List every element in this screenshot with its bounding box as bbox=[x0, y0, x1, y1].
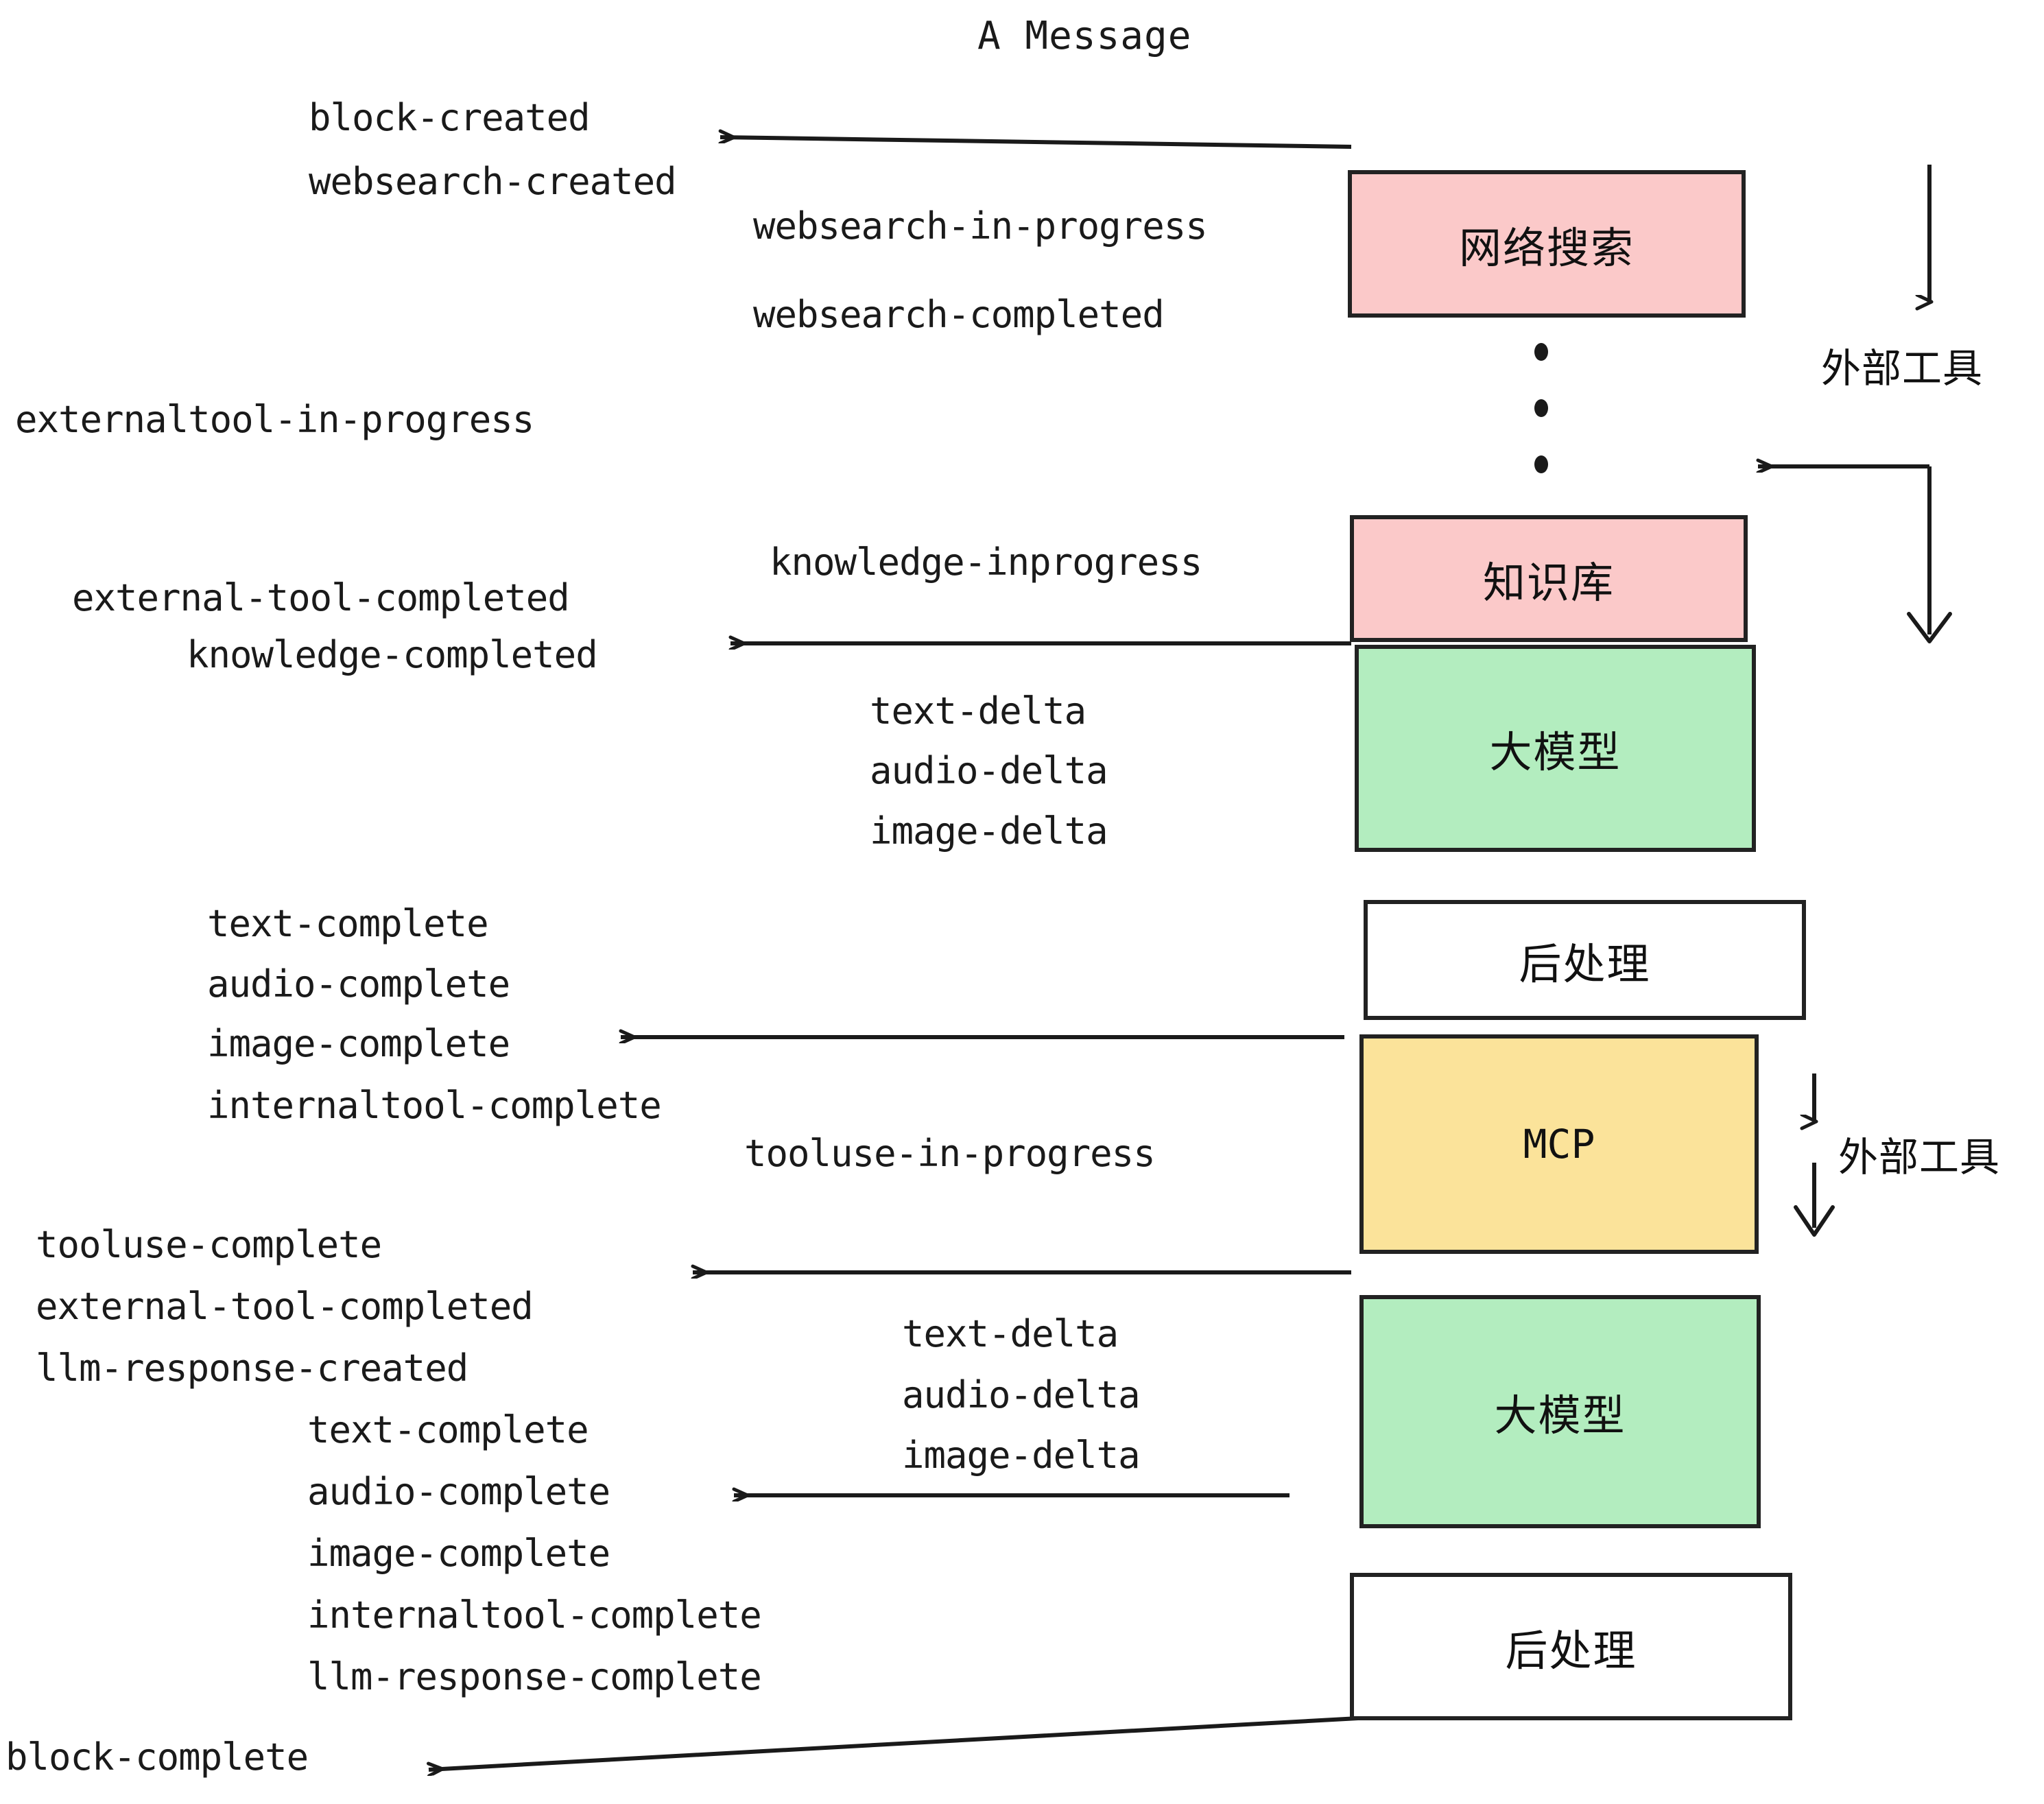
event-audio-delta-2: audio-delta bbox=[902, 1373, 1141, 1416]
event-image-complete-1: image-complete bbox=[207, 1022, 510, 1065]
node-websearch-label: 网络搜索 bbox=[1458, 222, 1635, 273]
node-mcp-label: MCP bbox=[1523, 1121, 1595, 1167]
event-text-delta-1: text-delta bbox=[870, 689, 1086, 733]
event-knowledge-completed: knowledge-completed bbox=[187, 633, 598, 676]
event-text-delta-2: text-delta bbox=[902, 1312, 1119, 1355]
node-knowledge-base-label: 知识库 bbox=[1482, 557, 1615, 608]
ellipsis-dots-icon bbox=[1533, 343, 1549, 473]
event-externaltool-in-progress: externaltool-in-progress bbox=[15, 398, 534, 441]
node-llm-first-label: 大模型 bbox=[1489, 727, 1621, 777]
event-audio-complete-2: audio-complete bbox=[307, 1470, 610, 1513]
arrow-postprocess2-to-block-complete bbox=[429, 1716, 1359, 1770]
node-postprocess-first[interactable]: 后处理 bbox=[1364, 900, 1806, 1020]
event-image-delta-1: image-delta bbox=[870, 809, 1108, 853]
node-llm-first[interactable]: 大模型 bbox=[1355, 645, 1756, 852]
node-knowledge-base[interactable]: 知识库 bbox=[1350, 515, 1748, 642]
event-text-complete-1: text-complete bbox=[207, 902, 489, 945]
event-internaltool-complete-2: internaltool-complete bbox=[307, 1593, 762, 1637]
event-image-complete-2: image-complete bbox=[307, 1532, 610, 1575]
event-websearch-completed: websearch-completed bbox=[753, 293, 1165, 336]
event-text-complete-2: text-complete bbox=[307, 1408, 589, 1451]
event-tooluse-in-progress: tooluse-in-progress bbox=[744, 1132, 1156, 1175]
node-postprocess-second[interactable]: 后处理 bbox=[1350, 1573, 1792, 1720]
external-tools-bracket-bottom bbox=[1794, 1073, 1835, 1237]
event-knowledge-inprogress: knowledge-inprogress bbox=[770, 541, 1202, 584]
event-websearch-in-progress: websearch-in-progress bbox=[753, 204, 1208, 248]
group-label-external-tools-bottom: 外部工具 bbox=[1838, 1134, 2001, 1180]
event-tooluse-complete: tooluse-complete bbox=[36, 1223, 382, 1266]
event-websearch-created: websearch-created bbox=[309, 160, 677, 203]
node-llm-second[interactable]: 大模型 bbox=[1359, 1295, 1761, 1528]
external-tools-bracket-top bbox=[1758, 165, 1952, 643]
event-external-tool-completed-2: external-tool-completed bbox=[36, 1285, 534, 1328]
node-llm-second-label: 大模型 bbox=[1494, 1390, 1626, 1440]
event-audio-complete-1: audio-complete bbox=[207, 962, 510, 1006]
node-websearch[interactable]: 网络搜索 bbox=[1348, 170, 1746, 318]
event-block-created: block-created bbox=[309, 96, 591, 139]
arrow-websearch-to-created bbox=[720, 137, 1352, 149]
node-postprocess-second-label: 后处理 bbox=[1505, 1625, 1637, 1676]
event-audio-delta-1: audio-delta bbox=[870, 749, 1108, 792]
node-postprocess-first-label: 后处理 bbox=[1519, 938, 1651, 989]
diagram-title: A Message bbox=[977, 14, 1192, 58]
event-llm-response-complete: llm-response-complete bbox=[307, 1655, 762, 1698]
event-block-complete: block-complete bbox=[5, 1735, 309, 1779]
event-internaltool-complete-1: internaltool-complete bbox=[207, 1084, 662, 1127]
node-mcp[interactable]: MCP bbox=[1359, 1034, 1759, 1254]
event-external-tool-completed-1: external-tool-completed bbox=[72, 576, 570, 619]
group-label-external-tools-top: 外部工具 bbox=[1821, 345, 1984, 392]
event-llm-response-created: llm-response-created bbox=[36, 1346, 468, 1390]
event-image-delta-2: image-delta bbox=[902, 1434, 1141, 1477]
